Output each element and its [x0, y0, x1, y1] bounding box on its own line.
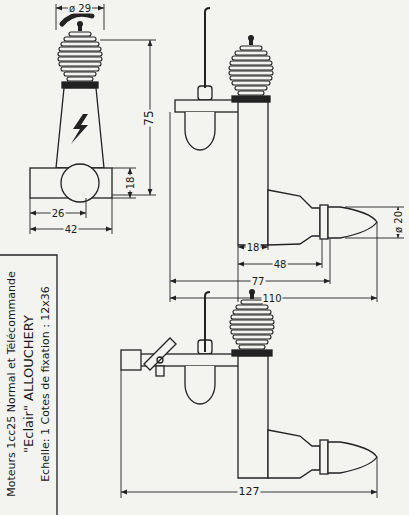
caption-line: "Eclair" ALLOUCHERY	[22, 314, 36, 454]
dimension-label: 110	[261, 293, 282, 304]
dimension-label: 75	[143, 109, 156, 126]
dimension-label: ø 20	[393, 210, 404, 234]
dimension-label: 26	[51, 208, 66, 219]
dimension-label: 18	[125, 176, 136, 191]
front-view	[30, 14, 112, 202]
cylinder-head	[58, 21, 102, 81]
dimension-label: 127	[238, 486, 261, 498]
dimension-label: ø 29	[68, 3, 92, 14]
caption-frame	[0, 255, 57, 515]
caption-line: Moteurs 1cc25 Normal et Télécommande	[6, 270, 18, 498]
dimension-label: 48	[273, 259, 288, 270]
remote-dimensions	[121, 370, 377, 498]
caption-line: Echelle: 1 Cotes de fixation : 12x36	[40, 285, 52, 483]
dimension-label: 42	[64, 224, 79, 235]
dimension-label: 18	[246, 242, 261, 253]
dimension-label: 77	[251, 276, 266, 287]
front-dimensions	[30, 4, 156, 234]
remote-control-view	[121, 292, 377, 478]
side-view	[175, 8, 377, 245]
side-dimensions	[170, 112, 404, 302]
cylinder-head	[229, 35, 273, 95]
